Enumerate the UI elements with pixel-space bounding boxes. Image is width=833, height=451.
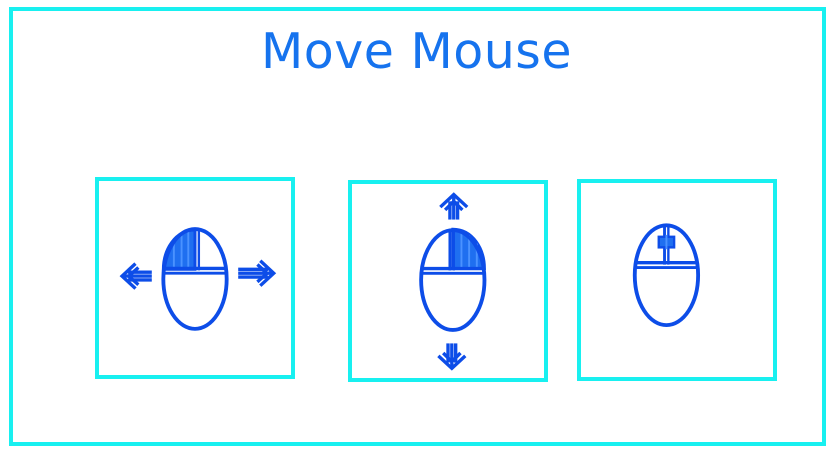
arrow-up-icon xyxy=(439,192,469,220)
mouse-scroll-wheel-icon xyxy=(632,223,701,328)
mouse-up-down-icon xyxy=(419,192,487,371)
mouse-icon xyxy=(419,227,487,332)
mouse-left-right-icon xyxy=(119,227,277,331)
page-title: Move Mouse xyxy=(261,23,572,80)
arrow-left-icon xyxy=(119,262,152,290)
scroll-wheel-panel[interactable] xyxy=(577,179,777,381)
arrow-right-icon xyxy=(238,259,277,287)
arrow-down-icon xyxy=(437,343,467,371)
scroll-wheel-icon xyxy=(657,234,676,250)
mouse-icon xyxy=(161,227,229,331)
dialog-frame xyxy=(9,7,826,446)
move-horizontal-panel[interactable] xyxy=(95,177,295,379)
move-vertical-panel[interactable] xyxy=(348,180,548,382)
